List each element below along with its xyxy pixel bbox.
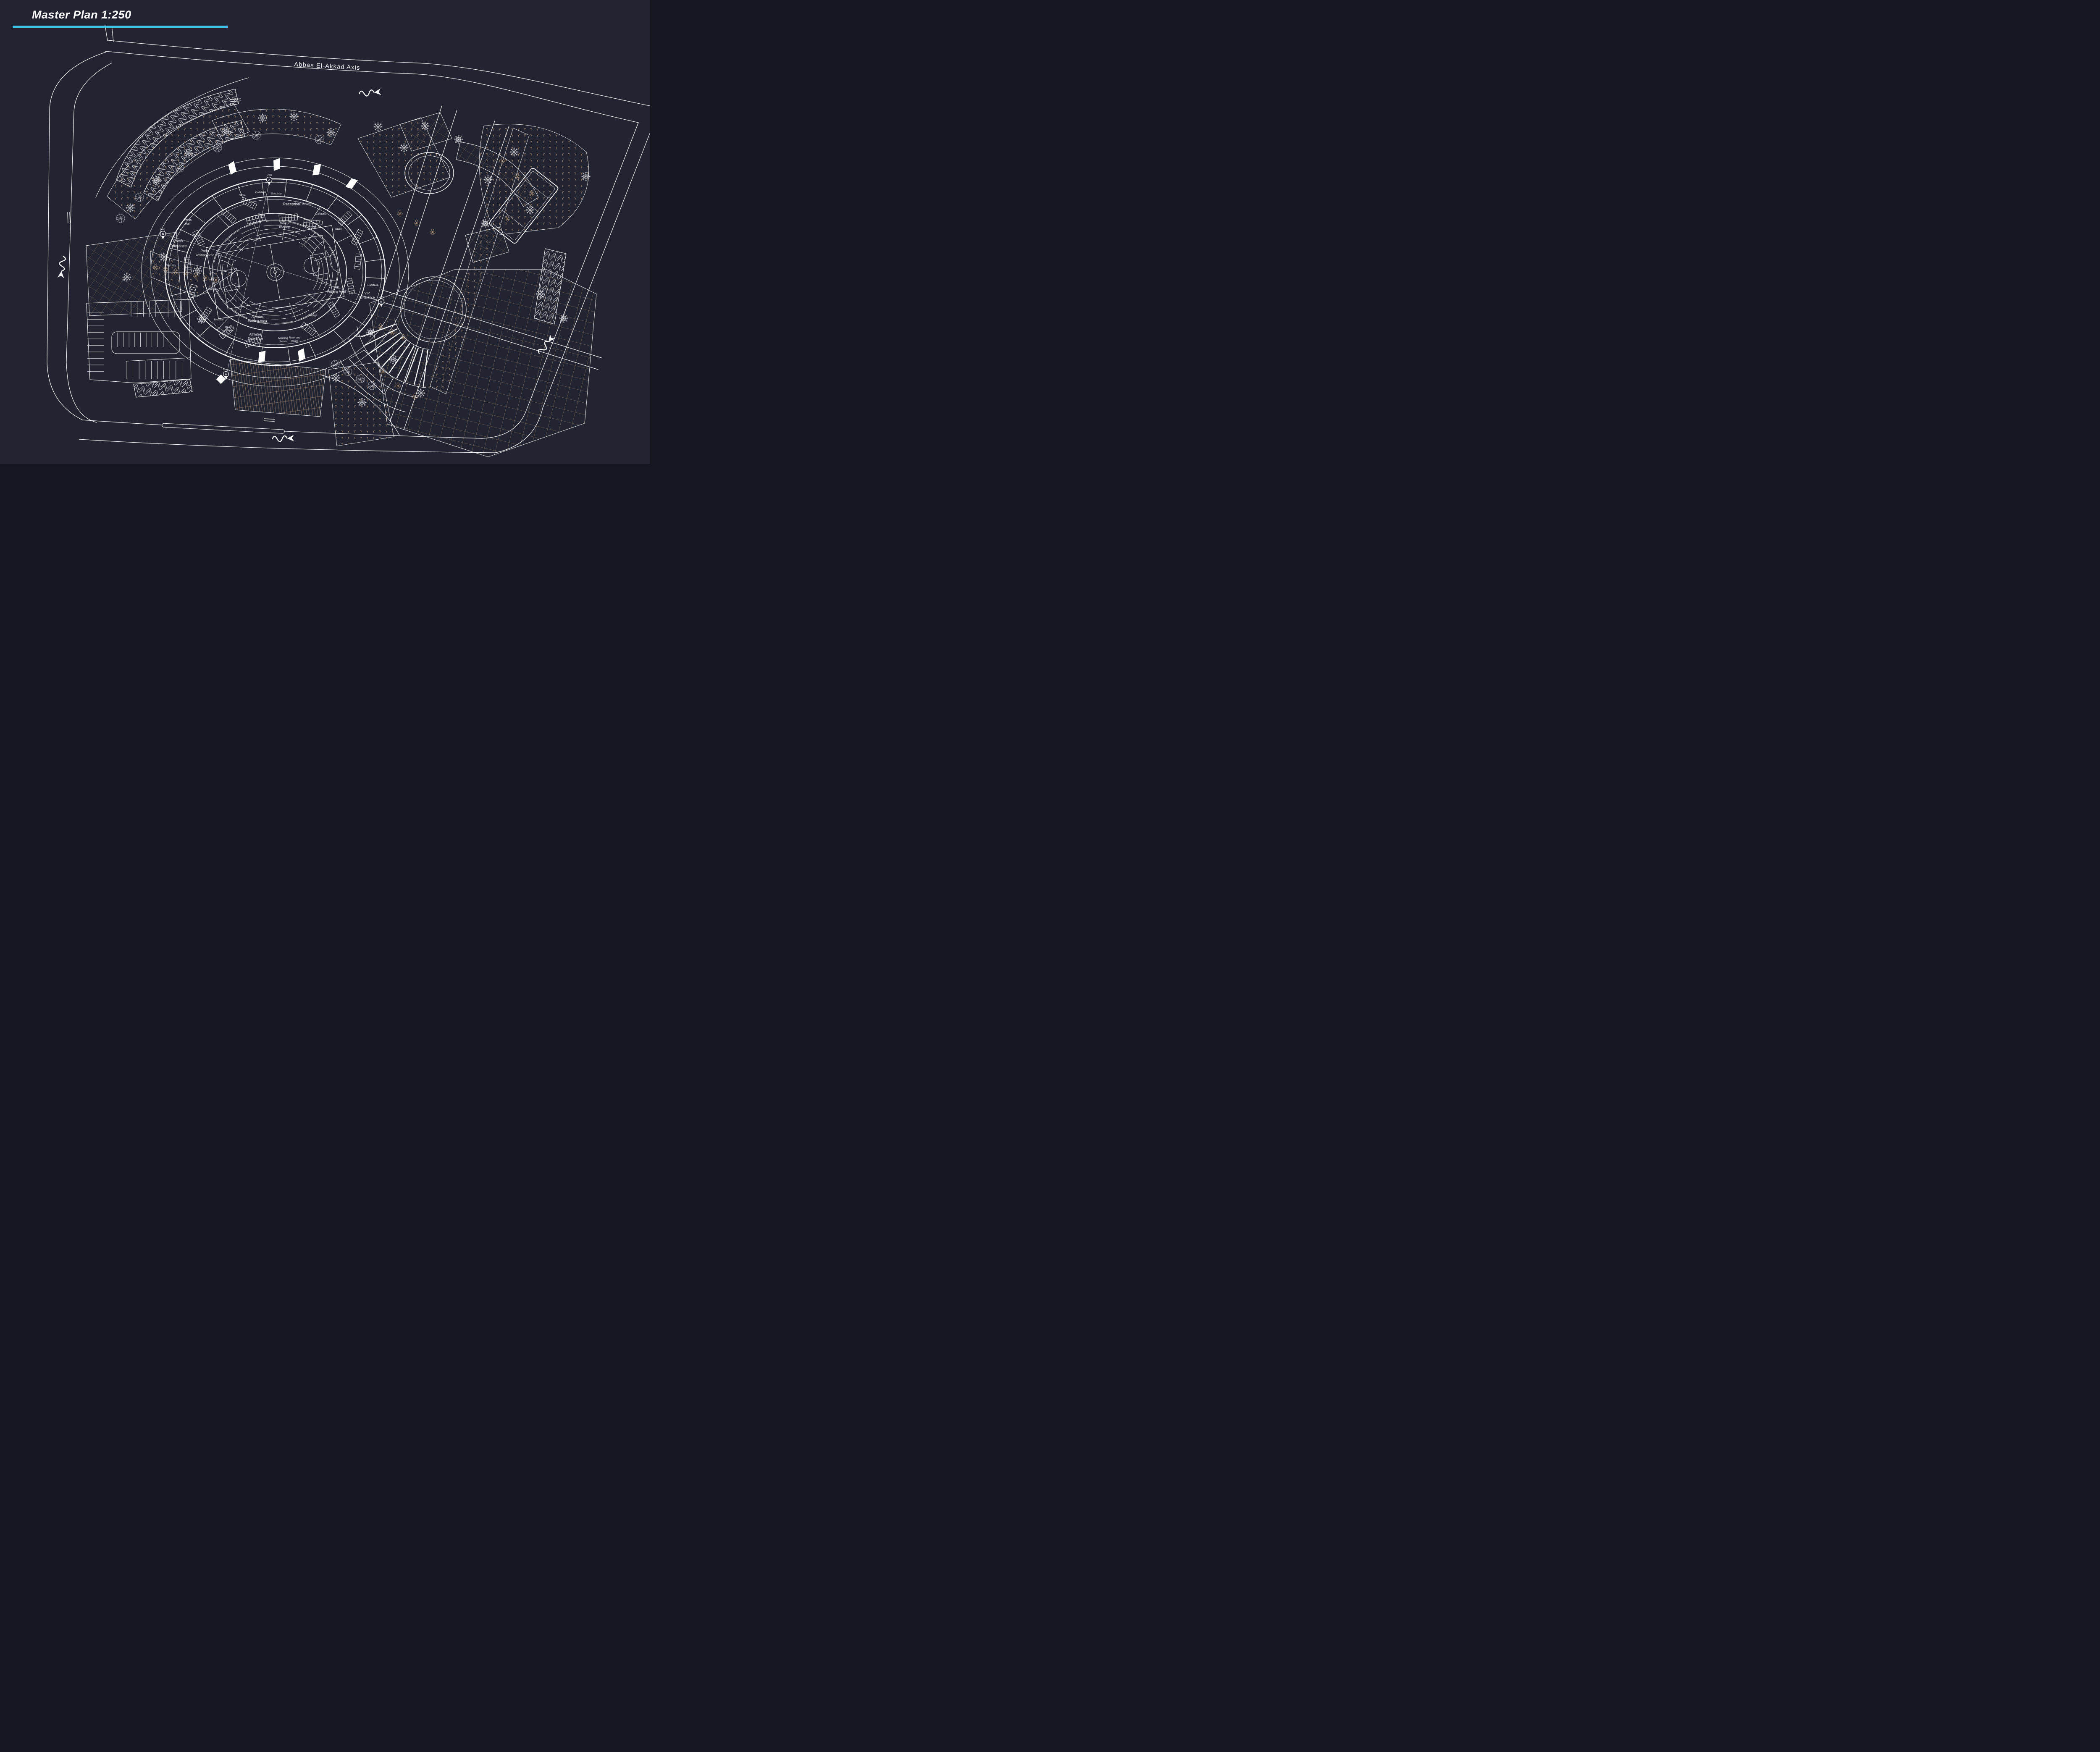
- svg-text:B: B: [381, 300, 383, 303]
- section-marker: A Cross: [223, 369, 229, 380]
- room-label: Cafeteria: [368, 284, 379, 287]
- room-label: Spa: [258, 213, 265, 218]
- svg-text:B: B: [162, 233, 164, 236]
- room-label: Security: [166, 264, 176, 267]
- room-label: Gym: [307, 226, 316, 230]
- room-label: Store: [335, 228, 342, 231]
- room-label: Secutrity: [271, 192, 282, 195]
- svg-text:Long.: Long.: [379, 296, 384, 299]
- svg-text:Cross: Cross: [223, 369, 229, 371]
- room-label: Reception: [283, 202, 300, 206]
- svg-text:A: A: [268, 178, 270, 181]
- section-marker: B Long.: [160, 228, 166, 239]
- svg-text:Long.: Long.: [160, 228, 166, 231]
- road-label: Abbas El-Akkad Axis: [294, 61, 360, 71]
- svg-text:A: A: [225, 373, 227, 376]
- room-label: Storage: [208, 288, 218, 291]
- room-label: Cafeteria: [315, 212, 327, 215]
- room-label: Cafeteria: [354, 335, 365, 338]
- room-label: Cafeteria: [255, 191, 267, 194]
- page-title: Master Plan 1:250: [32, 8, 131, 21]
- room-label: Medical: [214, 318, 224, 321]
- svg-text:Cross: Cross: [266, 174, 272, 177]
- room-label: Storage: [308, 314, 318, 317]
- title-underline: [13, 26, 228, 28]
- room-label: Secutrity: [302, 202, 313, 205]
- room-label: Store: [239, 194, 246, 197]
- roads-layer: [47, 25, 650, 453]
- site-features-layer: [57, 88, 559, 443]
